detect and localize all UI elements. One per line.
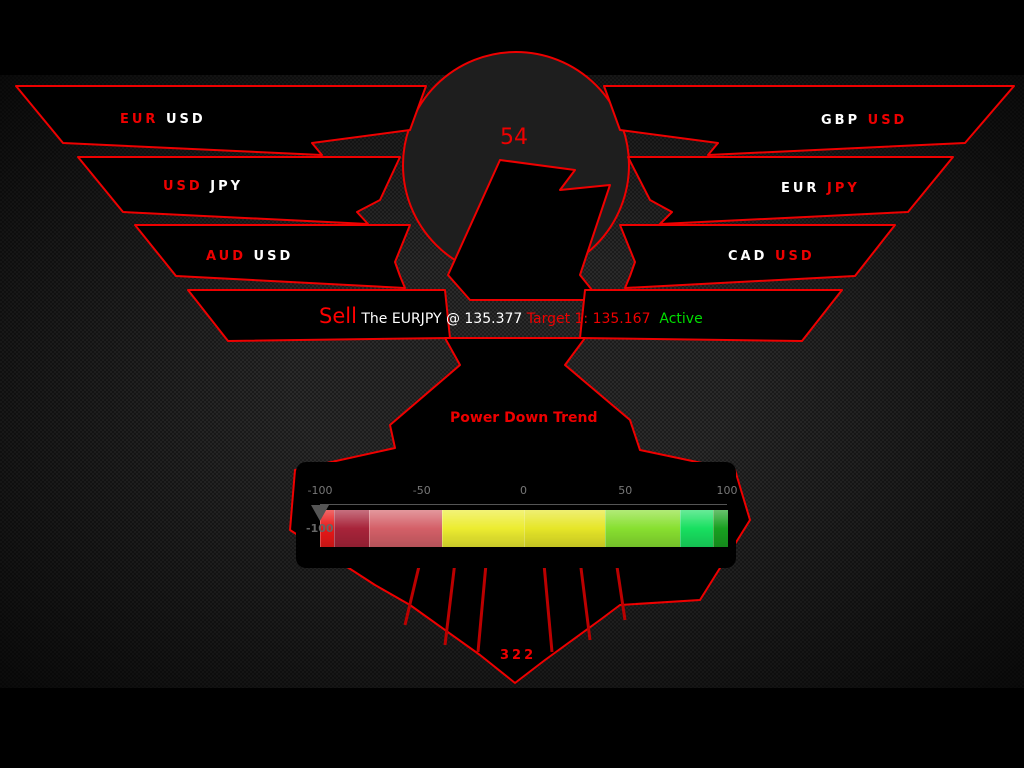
quote: USD — [165, 112, 206, 127]
gauge-segment — [523, 510, 606, 547]
pair-aud-usd[interactable]: AUD USD — [206, 249, 293, 264]
gauge-tick-label: -100 — [307, 484, 333, 497]
gauge-tick-label: 0 — [520, 484, 527, 497]
pair-eur-jpy[interactable]: EUR JPY — [781, 181, 860, 196]
gauge-pointer-icon — [311, 505, 329, 521]
base: EUR — [120, 112, 159, 127]
gauge-tick-label: -50 — [412, 484, 431, 497]
quote: JPY — [210, 179, 244, 194]
base: CAD — [728, 249, 768, 264]
gauge-tick-label: 100 — [716, 484, 738, 497]
gauge-segment — [368, 510, 444, 547]
base: AUD — [206, 249, 247, 264]
quote: USD — [867, 113, 908, 128]
pair-gbp-usd[interactable]: GBP USD — [821, 113, 907, 128]
quote: USD — [253, 249, 294, 264]
signal-status: Active — [659, 311, 703, 327]
gauge-segment — [680, 510, 714, 547]
signal-text: The EURJPY @ 135.377 — [361, 311, 523, 327]
gauge-value: -100 — [306, 522, 334, 535]
gauge-segment — [604, 510, 682, 547]
gauge-axis — [320, 504, 727, 505]
pair-usd-jpy[interactable]: USD JPY — [163, 179, 243, 194]
quote: JPY — [826, 181, 860, 196]
gauge-segment — [442, 510, 525, 547]
pair-cad-usd[interactable]: CAD USD — [728, 249, 815, 264]
signal-target: Target 1: 135.167 — [526, 311, 651, 327]
bottom-number: 322 — [500, 648, 537, 663]
quote: USD — [774, 249, 815, 264]
base: USD — [163, 179, 203, 194]
counter: 54 — [500, 125, 528, 150]
trend-label: Power Down Trend — [450, 410, 598, 426]
gauge-segment — [334, 510, 370, 547]
gauge-segment — [712, 510, 728, 547]
signal-action: Sell — [319, 304, 357, 328]
signal-line: Sell The EURJPY @ 135.377 Target 1: 135.… — [319, 304, 703, 328]
gauge-tick-label: 50 — [618, 484, 633, 497]
base: EUR — [781, 181, 820, 196]
pair-eur-usd[interactable]: EUR USD — [120, 112, 206, 127]
base: GBP — [821, 113, 861, 128]
